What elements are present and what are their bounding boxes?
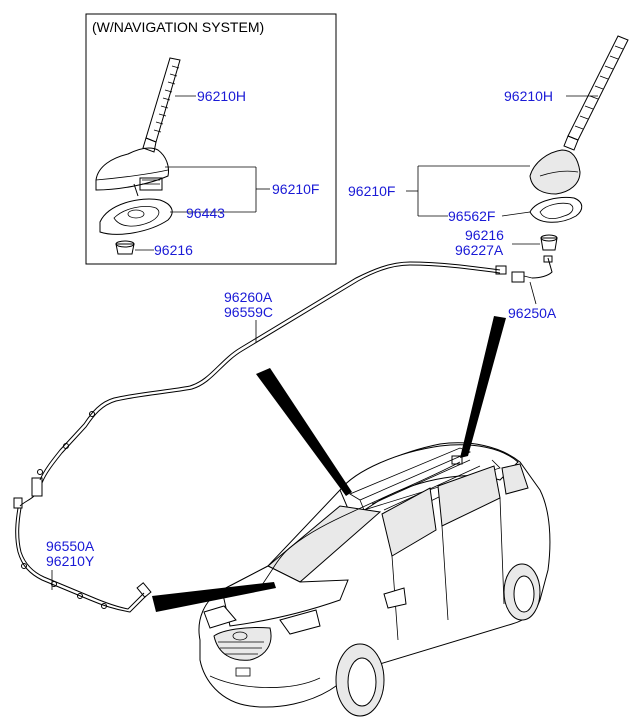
- navigation-inset: (W/NAVIGATION SYSTEM) 96210H 96210F 96: [85, 13, 337, 265]
- roof-cable: [13, 261, 507, 509]
- main-label-96250a: 96250A: [508, 305, 557, 321]
- pointer-roof-cable: [256, 368, 352, 496]
- label-96559c: 96559C: [224, 304, 273, 320]
- label-96550a: 96550A: [46, 538, 95, 554]
- inset-label-96216: 96216: [154, 242, 193, 258]
- main-antenna-rod: [563, 35, 629, 151]
- inset-antenna-base: [95, 147, 169, 197]
- main-gasket: [529, 197, 583, 223]
- pointer-extension-cable: [152, 582, 276, 612]
- main-label-96227a: 96227A: [455, 242, 504, 258]
- main-label-96216: 96216: [465, 227, 504, 243]
- inset-antenna-rod: [142, 57, 181, 153]
- label-96260a: 96260A: [224, 289, 273, 305]
- main-nut: [540, 234, 558, 251]
- main-antenna-assembly: 96210H 96210F 96562F 96216 96227A: [348, 35, 629, 321]
- inset-title: (W/NAVIGATION SYSTEM): [92, 19, 264, 35]
- inset-antenna-pad: [99, 198, 173, 235]
- main-label-96210f: 96210F: [348, 183, 395, 199]
- main-cable-feeder: [511, 255, 553, 283]
- vehicle-illustration: [198, 442, 551, 717]
- inset-label-96210h: 96210H: [197, 88, 246, 104]
- inset-label-96443: 96443: [186, 205, 225, 221]
- label-96210y: 96210Y: [46, 553, 95, 569]
- inset-frame: [85, 13, 337, 265]
- main-label-96210h: 96210H: [504, 88, 553, 104]
- inset-nut: [115, 240, 135, 255]
- main-antenna-base: [529, 149, 581, 195]
- inset-label-96210f: 96210F: [272, 181, 319, 197]
- extension-cable: [15, 507, 152, 613]
- main-label-96562f: 96562F: [448, 208, 495, 224]
- pointer-roof-antenna: [460, 316, 506, 458]
